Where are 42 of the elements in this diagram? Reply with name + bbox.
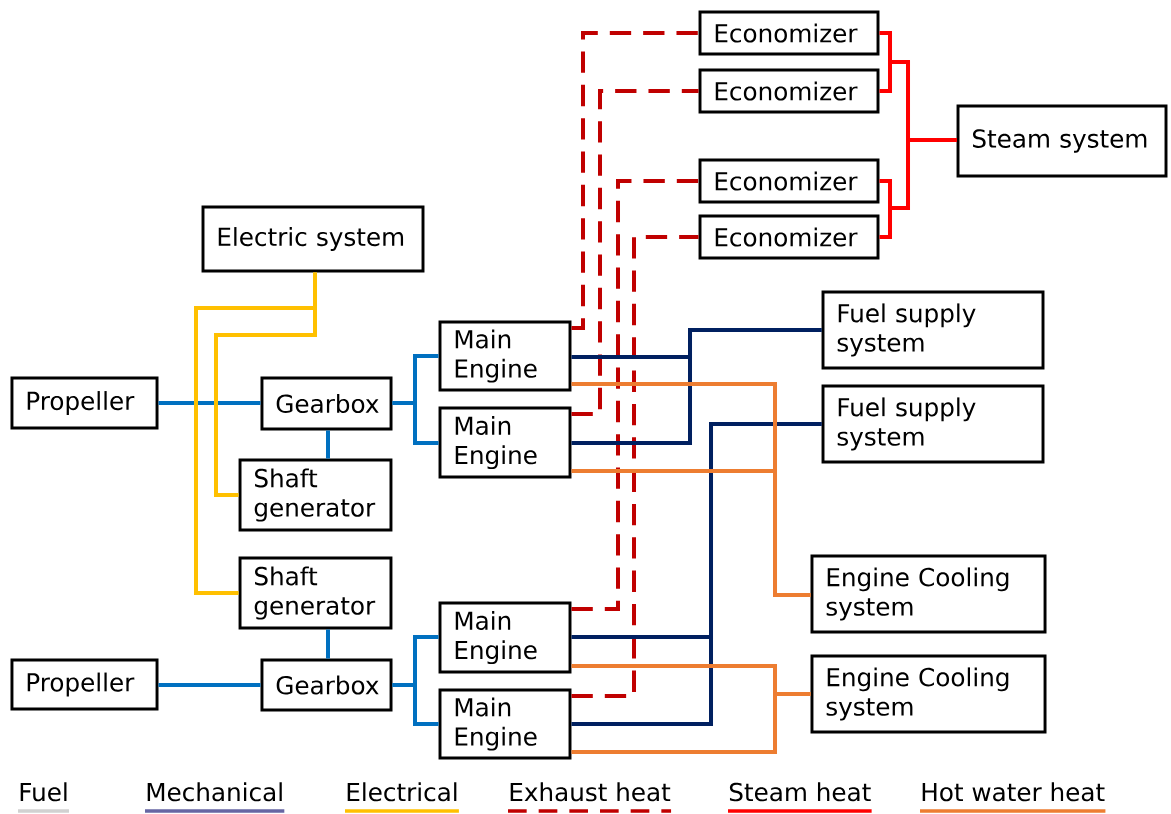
system-box: Main Engine [438,406,572,479]
system-box: Shaft generator [238,556,393,630]
system-box: Gearbox [260,376,393,431]
legend-item: Exhaust heat [508,782,672,813]
system-box: Main Engine [438,688,572,760]
system-box: Economizer [698,68,880,114]
system-box: Gearbox [260,658,393,712]
connector-line [326,629,330,659]
legend-item: Mechanical [145,782,285,813]
connector-line [571,31,699,330]
connector-line [158,401,261,405]
system-box: Electric system [201,205,425,273]
connector-line [392,683,439,726]
system-box: Main Engine [438,320,572,392]
system-box: Fuel supply system [821,290,1045,370]
system-box: Shaft generator [238,458,393,532]
system-box: Economizer [698,214,880,260]
connector-line [571,235,699,698]
legend-item: Fuel [18,782,70,813]
system-box: Engine Cooling system [810,654,1047,734]
system-box: Engine Cooling system [810,554,1047,634]
connector-line [158,683,261,687]
system-box: Steam system [956,104,1168,178]
connector-line [571,692,811,754]
legend-item: Hot water heat [920,782,1106,813]
system-box: Economizer [698,10,880,56]
legend-item: Electrical [345,782,459,813]
connector-line [571,89,699,416]
system-box: Economizer [698,158,880,204]
system-box: Fuel supply system [821,384,1045,464]
connector-line [571,179,699,611]
connector-line [571,422,822,726]
connector-line [571,328,822,445]
connector-line [326,430,330,459]
connector-line [879,138,957,239]
connector-line [392,401,439,445]
system-box: Main Engine [438,601,572,674]
system-box: Propeller [10,376,159,430]
legend-item: Steam heat [728,782,872,813]
connector-line [194,272,317,595]
connector-line [571,469,811,597]
system-box: Propeller [10,658,159,711]
